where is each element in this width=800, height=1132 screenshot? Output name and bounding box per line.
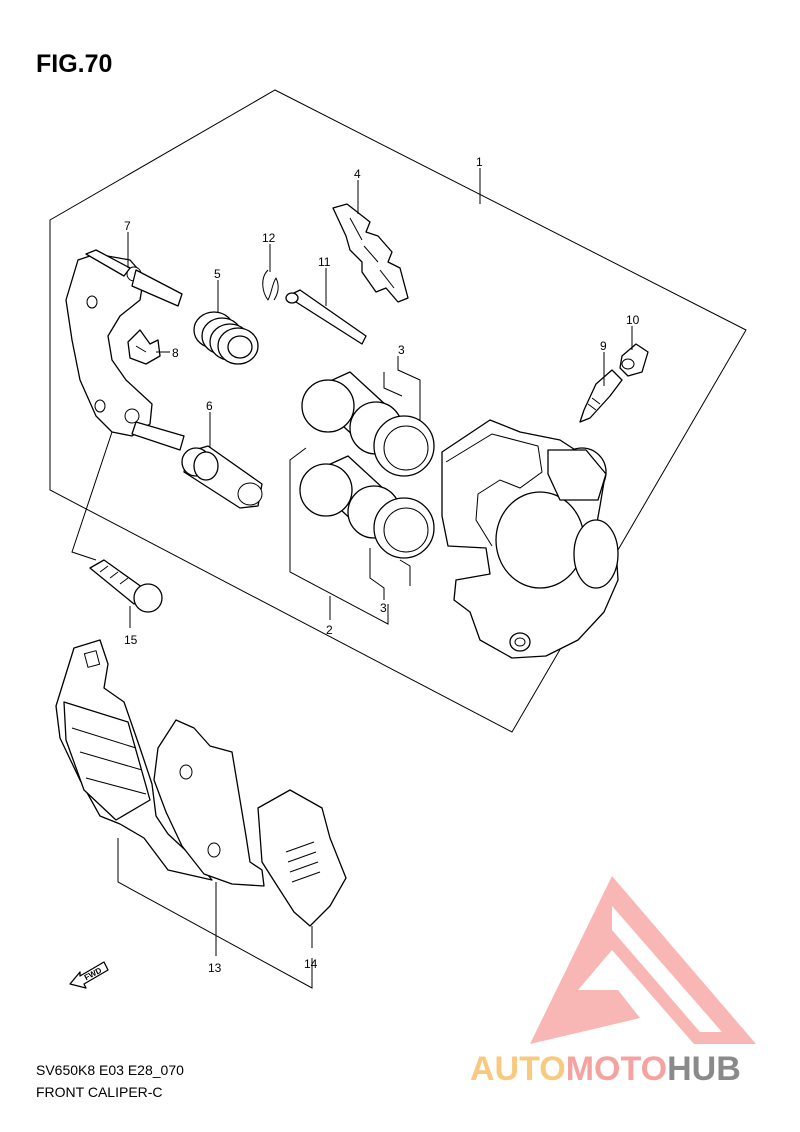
forward-direction-arrow-icon: FWD bbox=[69, 961, 109, 989]
callout-2: 2 bbox=[326, 623, 333, 637]
pad-shim-part bbox=[257, 789, 347, 927]
caliper-bolt-part bbox=[89, 559, 163, 613]
bleeder-valve-part bbox=[579, 369, 623, 423]
figure-title: FIG.70 bbox=[36, 50, 113, 78]
callout-12: 12 bbox=[262, 231, 276, 245]
callout-3-lower: 3 bbox=[380, 601, 387, 615]
callout-13: 13 bbox=[208, 961, 222, 975]
pad-pin-part bbox=[285, 289, 367, 345]
callout-14: 14 bbox=[304, 957, 318, 971]
watermark-part1: AUTO bbox=[470, 1050, 566, 1088]
callout-7: 7 bbox=[124, 219, 131, 233]
watermark-part3: HUB bbox=[667, 1050, 741, 1088]
callout-1: 1 bbox=[476, 155, 483, 169]
callout-4: 4 bbox=[354, 167, 361, 181]
bracket-clip-part bbox=[127, 329, 161, 365]
piston-upper-part bbox=[301, 371, 403, 455]
pad-spring-part bbox=[332, 203, 409, 303]
assembly-outline bbox=[49, 89, 747, 733]
piston-seal-lower-part bbox=[373, 497, 435, 559]
watermark-brand: AUTOMOTOHUB bbox=[470, 1050, 741, 1089]
bleeder-cap-part bbox=[619, 343, 649, 377]
sleeve-boot-part bbox=[181, 445, 263, 509]
callout-5: 5 bbox=[214, 267, 221, 281]
model-code: SV650K8 E03 E28_070 bbox=[36, 1062, 184, 1078]
piston-seal-upper-part bbox=[373, 415, 435, 477]
brake-pad-set-part bbox=[55, 639, 265, 887]
watermark-part2: MOTO bbox=[565, 1050, 668, 1088]
callout-10: 10 bbox=[626, 313, 640, 327]
watermark-logo-icon bbox=[530, 876, 756, 1044]
piston-lower-part bbox=[299, 455, 401, 539]
clip-part bbox=[262, 269, 279, 301]
callout-15: 15 bbox=[124, 633, 138, 647]
callout-8: 8 bbox=[172, 346, 179, 360]
caliper-bracket-part bbox=[65, 249, 185, 451]
callout-6: 6 bbox=[206, 399, 213, 413]
dust-boot-part bbox=[193, 311, 259, 365]
part-group-name: FRONT CALIPER-C bbox=[36, 1084, 163, 1100]
caliper-body-part bbox=[441, 419, 619, 659]
callout-9: 9 bbox=[600, 339, 607, 353]
callout-3-upper: 3 bbox=[398, 343, 405, 357]
leader-lines bbox=[71, 168, 633, 989]
callout-11: 11 bbox=[318, 255, 331, 269]
